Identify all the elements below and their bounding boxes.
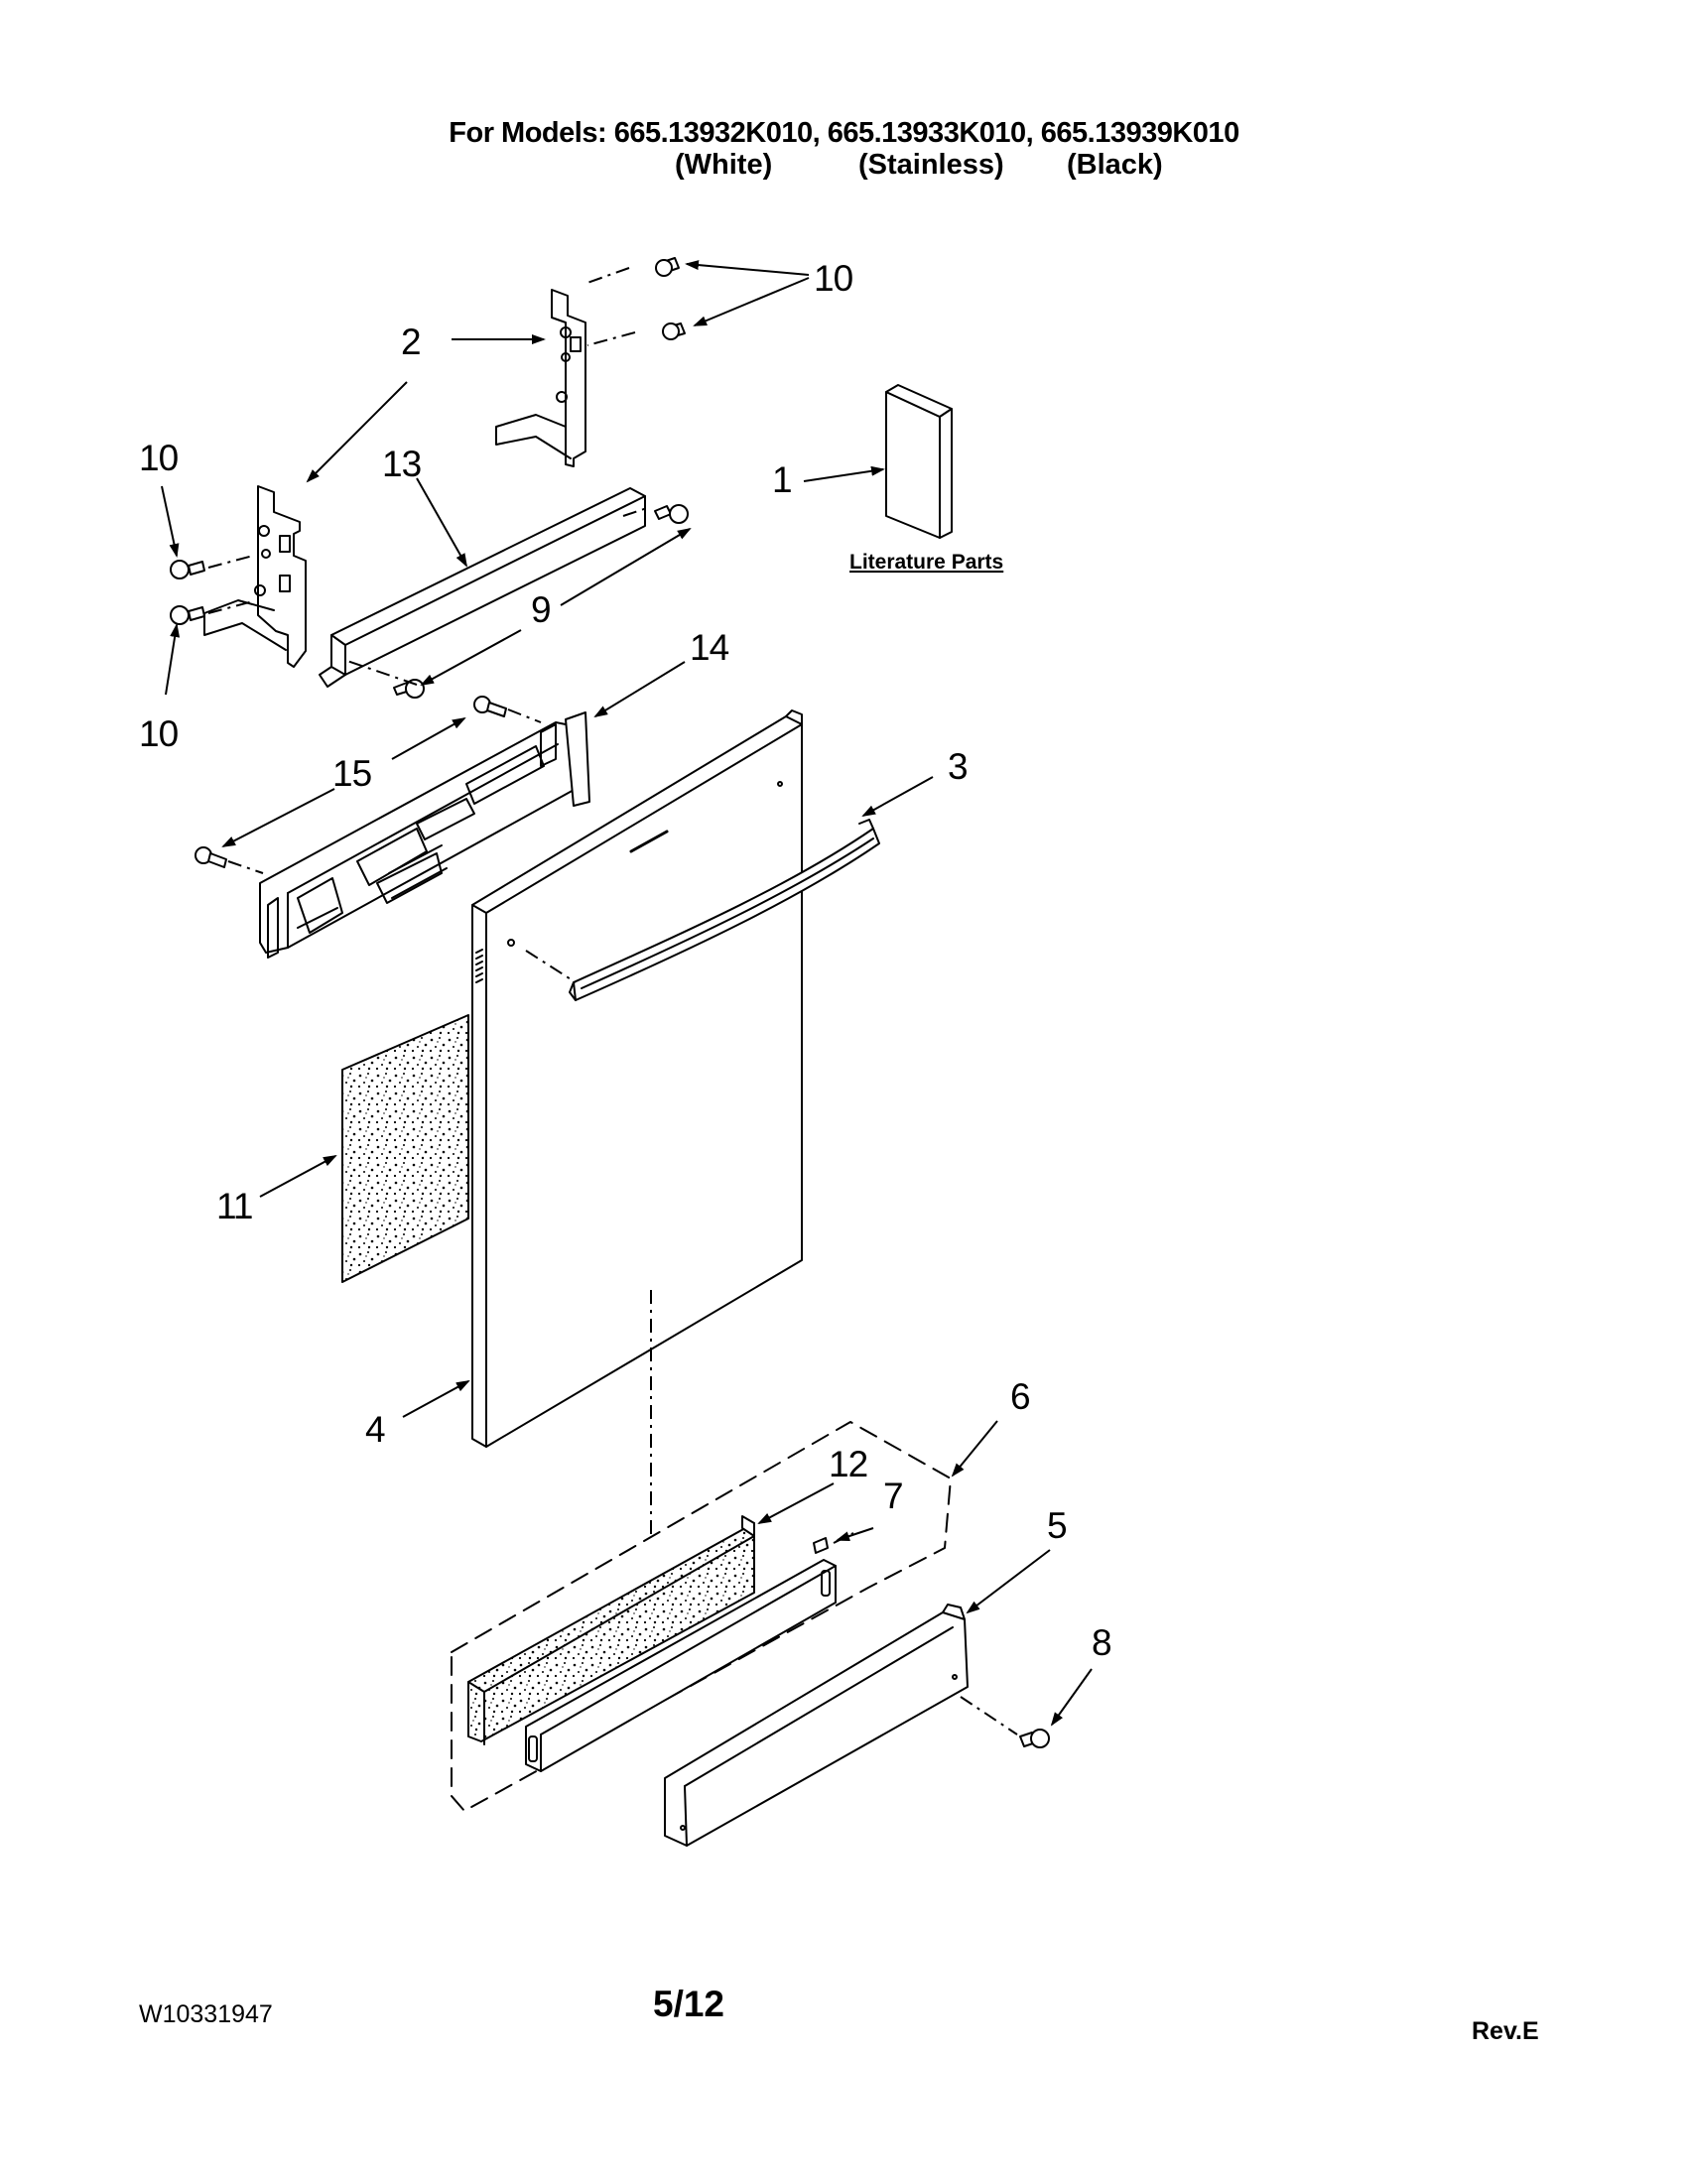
page-number: 5/12: [653, 1984, 725, 2024]
part-9-screw-upper: [654, 504, 689, 524]
models-line: For Models: 665.13932K010, 665.13933K010…: [0, 117, 1688, 150]
part-13-channel: [319, 487, 646, 688]
leader-arrows: [161, 260, 1093, 1727]
callout-7: 7: [883, 1476, 903, 1516]
part-12-kickplate-insulation: [467, 1515, 755, 1745]
part-10-screw-b: [662, 322, 686, 340]
callout-labels: 1 2 3 4 5 6 7 8 9 10 10 10 11 12 13 14 1…: [139, 258, 1112, 1663]
part-10-screw-d: [170, 605, 205, 625]
part-6-toe-panel-kit-outline: [451, 1421, 952, 1812]
kickplate-bracket: [525, 1559, 837, 1772]
part-9-screw-lower: [393, 679, 425, 699]
part-1-literature-packet: [885, 384, 953, 539]
callout-4: 4: [365, 1409, 385, 1450]
callout-10-top: 10: [814, 258, 853, 299]
revision-label: Rev.E: [1472, 2017, 1539, 2045]
model-number-black: 665.13939K010: [1040, 117, 1239, 149]
finish-black: (Black): [1067, 149, 1163, 181]
part-10-screw-a: [655, 257, 680, 277]
callout-11: 11: [216, 1186, 252, 1226]
callout-10-left-upper: 10: [139, 438, 179, 478]
part-2-left-hinge-bracket: [203, 485, 307, 668]
callout-14: 14: [690, 627, 729, 668]
model-number-white: 665.13932K010,: [613, 117, 821, 149]
finish-white: (White): [675, 149, 773, 181]
callout-8: 8: [1092, 1622, 1111, 1663]
callout-2: 2: [401, 321, 421, 362]
part-5-toe-panel: [664, 1604, 969, 1847]
part-15-screw-lower: [195, 846, 227, 868]
callout-13: 13: [382, 444, 421, 484]
callout-10-left-lower: 10: [139, 713, 179, 754]
alignment-lines: [207, 267, 1018, 1735]
literature-parts-label: Literature Parts: [849, 551, 1003, 574]
callout-9: 9: [531, 589, 551, 630]
callout-6: 6: [1010, 1376, 1030, 1417]
part-4-door-panel: [471, 709, 803, 1448]
callout-15: 15: [332, 753, 372, 794]
callout-12: 12: [829, 1444, 867, 1484]
part-10-screw-c: [170, 560, 205, 579]
callout-5: 5: [1047, 1505, 1067, 1546]
part-3-door-handle: [569, 819, 880, 1001]
finish-stainless: (Stainless): [858, 149, 1004, 181]
part-14-control-bracket: [259, 711, 590, 959]
callout-3: 3: [948, 746, 968, 787]
models-prefix: For Models:: [449, 117, 607, 149]
part-2-right-hinge-bracket: [495, 289, 586, 467]
part-11-door-insulation: [341, 1014, 469, 1283]
part-15-screw-upper: [473, 696, 507, 717]
callout-1: 1: [772, 459, 792, 500]
model-number-stainless: 665.13933K010,: [827, 117, 1034, 149]
document-number: W10331947: [139, 2000, 273, 2028]
part-8-screw: [1019, 1729, 1050, 1748]
part-7-clip: [813, 1537, 829, 1554]
door-vent: [475, 949, 483, 983]
